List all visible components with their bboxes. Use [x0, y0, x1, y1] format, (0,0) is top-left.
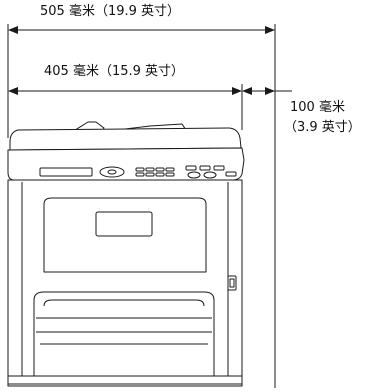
printer-base	[7, 375, 243, 387]
button-row	[155, 167, 165, 172]
lcd-display	[39, 167, 93, 177]
function-button	[213, 165, 225, 171]
control-panel	[7, 147, 245, 181]
paper-tray	[33, 291, 215, 377]
button-row	[155, 172, 165, 177]
button-row	[135, 172, 145, 177]
button-row	[145, 167, 155, 172]
paper-tray-handle	[43, 299, 205, 307]
function-button	[199, 165, 211, 171]
overall-width-label: 505 毫米（19.9 英寸）	[40, 4, 181, 19]
start-button	[187, 171, 201, 179]
button-row	[165, 167, 175, 172]
function-button	[225, 171, 237, 177]
body-width-label: 405 毫米（15.9 英寸）	[44, 64, 185, 79]
rear-clearance-imperial-label: （3.9 英寸）	[284, 120, 361, 135]
button-row	[165, 172, 175, 177]
printer-illustration	[7, 121, 245, 387]
power-switch-inner	[229, 278, 235, 288]
dimension-lines	[8, 26, 292, 95]
button-row	[135, 167, 145, 172]
button-row	[145, 172, 155, 177]
front-cover-handle	[95, 211, 153, 237]
function-button	[185, 165, 197, 171]
navigation-dial-center	[107, 169, 117, 175]
scanner-unit	[9, 127, 242, 151]
rear-clearance-label: 100 毫米	[290, 100, 345, 115]
stop-button	[203, 171, 217, 179]
